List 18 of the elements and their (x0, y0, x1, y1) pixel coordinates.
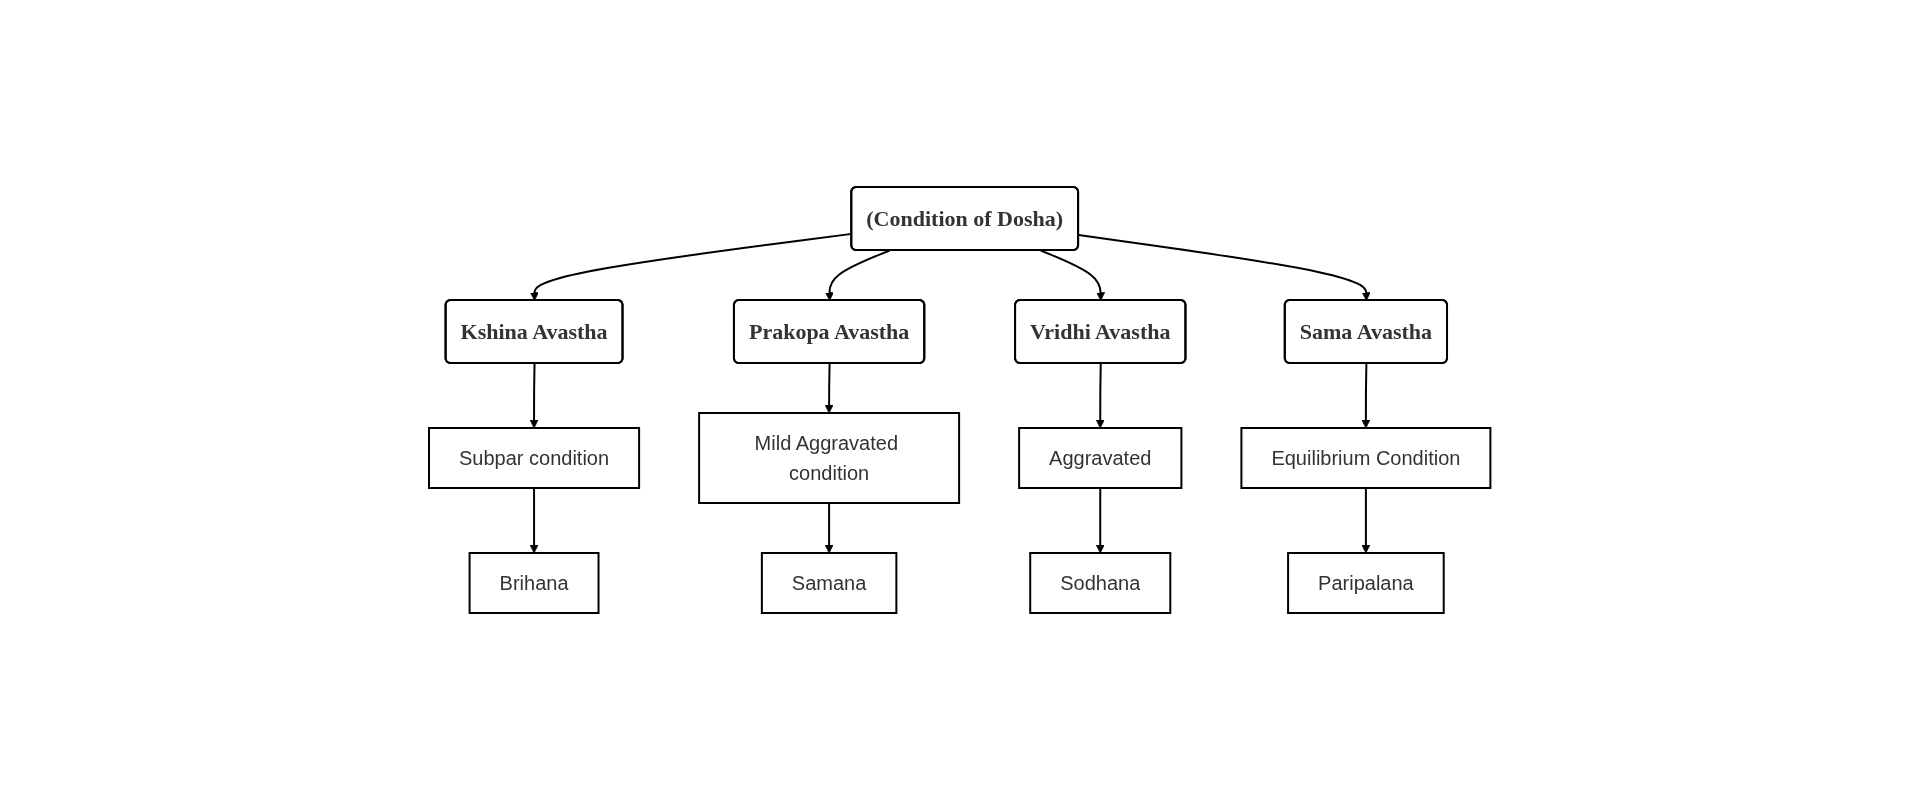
arrow (1096, 487, 1105, 554)
node-box: Mild Aggravated condition (698, 412, 961, 504)
arrow (1361, 362, 1371, 429)
arrow (1040, 249, 1106, 301)
arrow (529, 362, 539, 429)
node-box: Subpar condition (428, 427, 641, 489)
node-box: Sodhana (1029, 552, 1172, 614)
node-box: Equilibrium Condition (1240, 427, 1492, 489)
arrow (1361, 487, 1371, 554)
node-box: Brihana (468, 552, 600, 614)
arrow (825, 502, 834, 554)
arrow (825, 362, 834, 414)
node-box: Paripalana (1287, 552, 1445, 614)
arrow (529, 487, 539, 554)
node-box: Aggravated (1018, 427, 1183, 489)
arrow (1096, 362, 1105, 429)
node-box: Samana (761, 552, 898, 614)
arrow (825, 249, 891, 301)
